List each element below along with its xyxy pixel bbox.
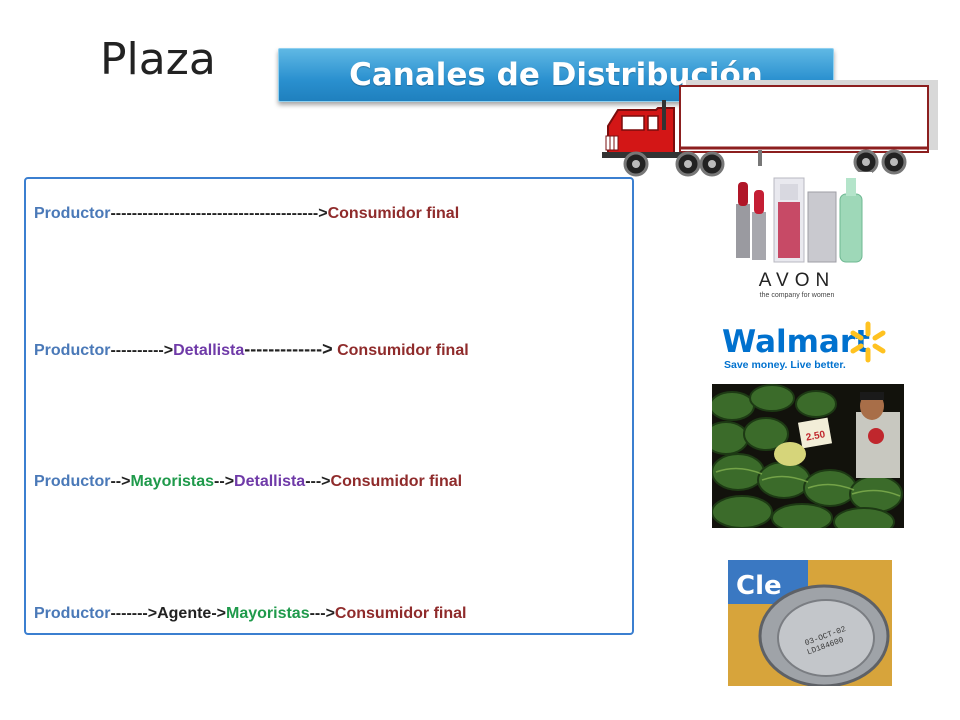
channel-arrow: -------------> [244,339,333,359]
market-vendor-photo: 2.50 [712,384,904,528]
walmart-logo: Walmart Save money. Live better. [720,316,896,374]
channel-retailer-label: Detallista [173,342,245,359]
channel-arrow: --> [110,473,131,490]
channel-agent-label: Agente [157,605,212,622]
can-lid-photo: Cle 03-OCT-02 LD184600 [728,560,892,686]
channel-consumer: Consumidor final [332,342,469,359]
channel-producer: Productor [34,473,111,490]
channel-consumer: Consumidor final [334,605,467,622]
avon-brand: AVON [759,270,835,291]
channel-retailer: Productor---------->Detallista----------… [34,339,469,360]
slide-title: Plaza [100,34,216,85]
channel-arrow: ---> [309,605,335,622]
channel-agent-wholesaler: Productor------->Agente->Mayoristas--->C… [34,605,466,623]
channel-direct: Productor-------------------------------… [34,205,459,223]
channel-producer: Productor [34,342,111,359]
can-label: Cle [736,571,782,601]
channel-wholesaler-label: Mayoristas [130,473,215,490]
truck-icon [600,78,940,184]
channel-arrow: -> [211,605,226,622]
market-price-sign: 2.50 [805,429,827,443]
channel-wholesaler-label: Mayoristas [226,605,310,622]
channel-producer: Productor [34,605,111,622]
channel-arrow: --> [214,473,235,490]
channel-arrow: -------> [110,605,158,622]
channel-arrow: ---> [305,473,331,490]
channel-arrow: ----------> [110,342,174,359]
channel-producer: Productor [34,205,111,222]
walmart-brand: Walmart [722,324,870,360]
walmart-spark-icon [850,321,886,363]
walmart-tagline: Save money. Live better. [724,359,846,371]
distribution-channels-banner: Canales de Distribución [278,48,834,102]
channel-wholesaler-retailer: Productor-->Mayoristas-->Detallista--->C… [34,473,462,491]
channel-arrow: ---------------------------------------> [110,205,328,222]
avon-tagline: the company for women [760,292,835,299]
channel-retailer-label: Detallista [234,473,306,490]
channel-consumer: Consumidor final [330,473,463,490]
channel-consumer: Consumidor final [327,205,460,222]
distribution-channels-box: Productor-------------------------------… [24,177,634,635]
avon-products-image: AVON the company for women [722,172,872,302]
